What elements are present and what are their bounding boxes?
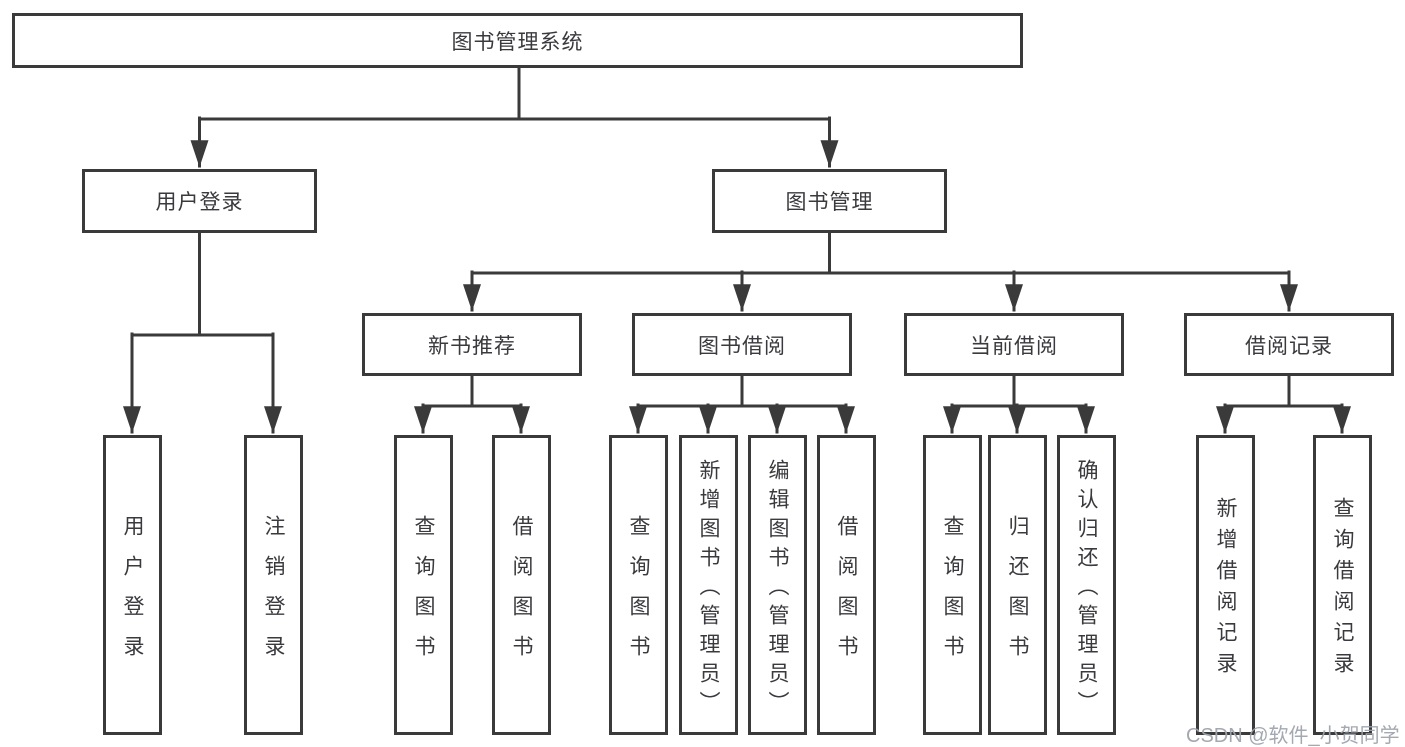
node-new-book-recommend: 新书推荐 [362, 313, 582, 376]
leaf-borrow-books-newbook: 借阅图书 [492, 435, 551, 735]
leaf-add-books-admin: 新增图书（管理员） [679, 435, 738, 735]
leaf-add-borrow-record: 新增借阅记录 [1196, 435, 1255, 735]
node-book-management-label: 图书管理 [785, 191, 874, 214]
leaf-query-books-borrow: 查询图书 [609, 435, 668, 735]
leaf-return-books-label: 归还图书 [1006, 514, 1029, 675]
leaf-edit-books-admin: 编辑图书（管理员） [748, 435, 807, 735]
leaf-query-books-current-label: 查询图书 [941, 514, 964, 675]
node-user-login-label: 用户登录 [155, 191, 244, 214]
leaf-borrow-books-label: 借阅图书 [835, 514, 858, 675]
node-user-login: 用户登录 [82, 169, 317, 233]
node-borrow-records: 借阅记录 [1184, 313, 1394, 376]
leaf-user-login-label: 用户登录 [121, 514, 144, 675]
node-root-system: 图书管理系统 [12, 13, 1023, 68]
leaf-logout-label: 注销登录 [262, 514, 285, 675]
leaf-query-books-current: 查询图书 [923, 435, 982, 735]
leaf-query-books-newbook: 查询图书 [394, 435, 453, 735]
leaf-confirm-return-admin-label: 确认归还（管理员） [1075, 458, 1098, 720]
leaf-borrow-books: 借阅图书 [817, 435, 876, 735]
leaf-query-books-borrow-label: 查询图书 [627, 514, 650, 675]
node-current-borrow-label: 当前借阅 [970, 334, 1058, 358]
node-borrow-records-label: 借阅记录 [1245, 334, 1333, 358]
leaf-query-borrow-record: 查询借阅记录 [1313, 435, 1372, 735]
leaf-user-login: 用户登录 [103, 435, 162, 735]
node-book-borrow-label: 图书借阅 [698, 334, 786, 358]
node-root-system-label: 图书管理系统 [451, 30, 584, 54]
leaf-add-books-admin-label: 新增图书（管理员） [697, 458, 720, 720]
leaf-edit-books-admin-label: 编辑图书（管理员） [766, 458, 789, 720]
node-book-management: 图书管理 [712, 169, 947, 233]
leaf-query-borrow-record-label: 查询借阅记录 [1331, 497, 1354, 683]
node-book-borrow: 图书借阅 [632, 313, 852, 376]
leaf-borrow-books-newbook-label: 借阅图书 [510, 514, 533, 675]
leaf-query-books-newbook-label: 查询图书 [412, 514, 435, 675]
leaf-confirm-return-admin: 确认归还（管理员） [1057, 435, 1116, 735]
csdn-watermark: CSDN @软件_小贺同学 [1186, 725, 1400, 747]
leaf-return-books: 归还图书 [988, 435, 1047, 735]
leaf-add-borrow-record-label: 新增借阅记录 [1214, 497, 1237, 683]
node-new-book-recommend-label: 新书推荐 [428, 334, 516, 358]
leaf-logout: 注销登录 [244, 435, 303, 735]
node-current-borrow: 当前借阅 [904, 313, 1124, 376]
